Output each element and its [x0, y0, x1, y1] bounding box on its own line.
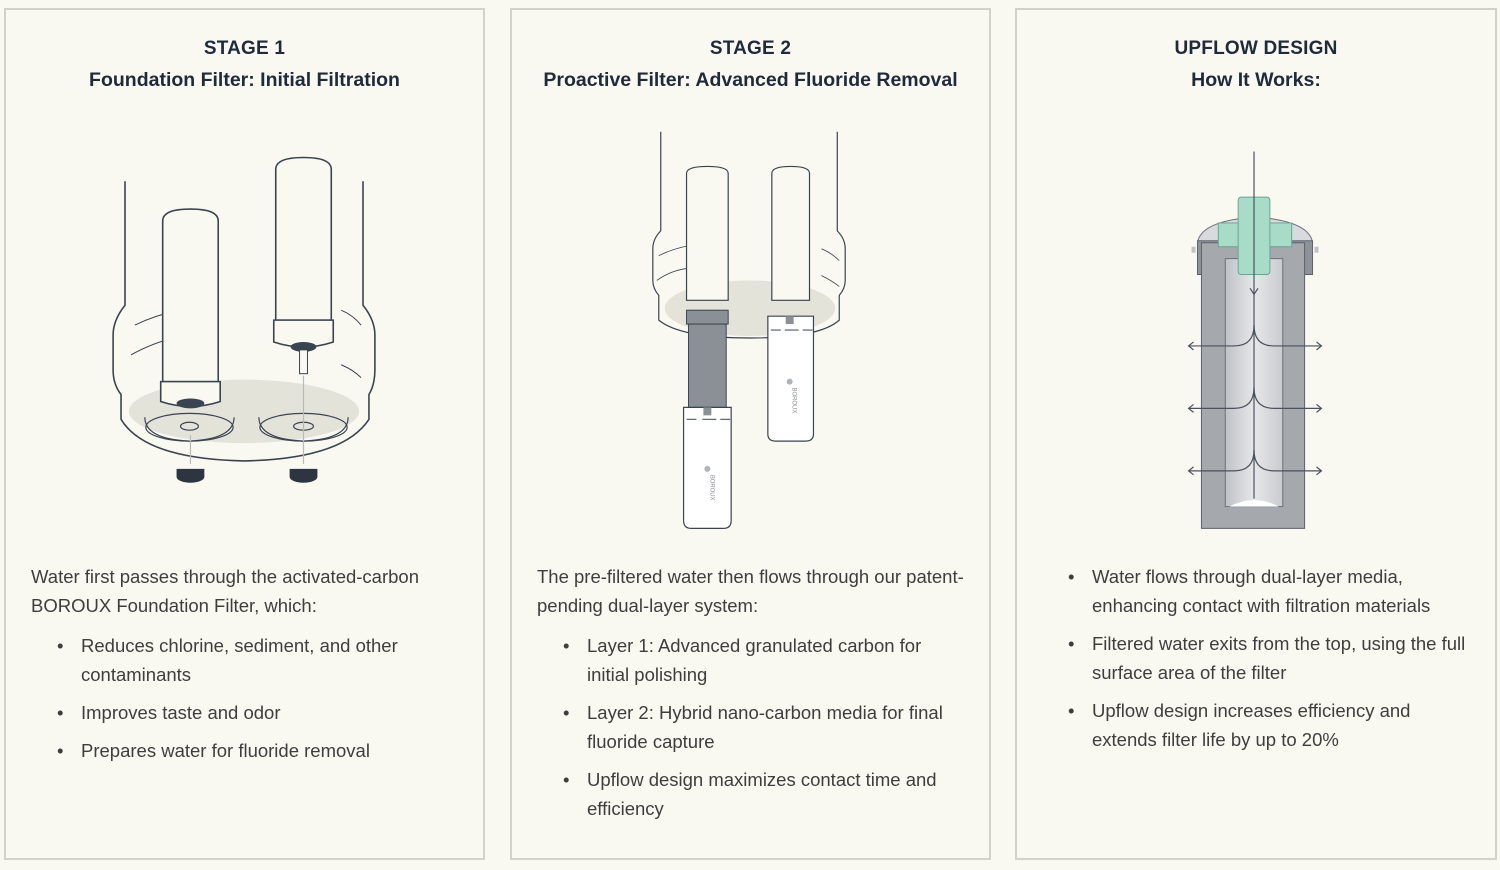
- stage-label: STAGE 1: [203, 38, 286, 59]
- stage-2-description: The pre-filtered water then flows throug…: [537, 562, 969, 832]
- feature-list: Reduces chlorine, sediment, and other co…: [31, 631, 463, 765]
- list-item: Layer 2: Hybrid nano-carbon media for fi…: [563, 698, 969, 756]
- list-item: Improves taste and odor: [57, 698, 463, 727]
- stage-title: How It Works:: [1191, 69, 1321, 91]
- stage-1-description: Water first passes through the activated…: [31, 562, 463, 774]
- brand-mark: BOROUX: [791, 388, 797, 414]
- list-item: Upflow design maximizes contact time and…: [563, 765, 969, 823]
- upflow-description: Water flows through dual-layer media, en…: [1042, 562, 1475, 763]
- list-item: Water flows through dual-layer media, en…: [1068, 562, 1475, 620]
- upflow-cross-section-illustration: [1187, 151, 1323, 529]
- foundation-filter-illustration: [112, 156, 376, 483]
- stage-title: Foundation Filter: Initial Filtration: [89, 69, 400, 91]
- stage-1-card: STAGE 1 Foundation Filter: Initial Filtr…: [4, 8, 485, 860]
- list-item: Layer 1: Advanced granulated carbon for …: [563, 631, 969, 689]
- upflow-design-card: UPFLOW DESIGN How It Works:: [1015, 8, 1497, 860]
- feature-list: Water flows through dual-layer media, en…: [1042, 562, 1475, 754]
- stage-label: STAGE 2: [709, 38, 792, 59]
- list-item: Filtered water exits from the top, using…: [1068, 629, 1475, 687]
- list-item: Prepares water for fluoride removal: [57, 736, 463, 765]
- stage-title: Proactive Filter: Advanced Fluoride Remo…: [543, 69, 958, 91]
- list-item: Reduces chlorine, sediment, and other co…: [57, 631, 463, 689]
- feature-list: Layer 1: Advanced granulated carbon for …: [537, 631, 969, 823]
- intro-text: Water first passes through the activated…: [31, 566, 420, 616]
- brand-mark: BOROUX: [708, 475, 714, 501]
- list-item: Upflow design increases efficiency and e…: [1068, 696, 1475, 754]
- proactive-filter-illustration: BOROUX BOROUX: [652, 131, 846, 529]
- intro-text: The pre-filtered water then flows throug…: [537, 566, 964, 616]
- stage-2-card: STAGE 2 Proactive Filter: Advanced Fluor…: [510, 8, 991, 860]
- stage-label: UPFLOW DESIGN: [1174, 38, 1338, 59]
